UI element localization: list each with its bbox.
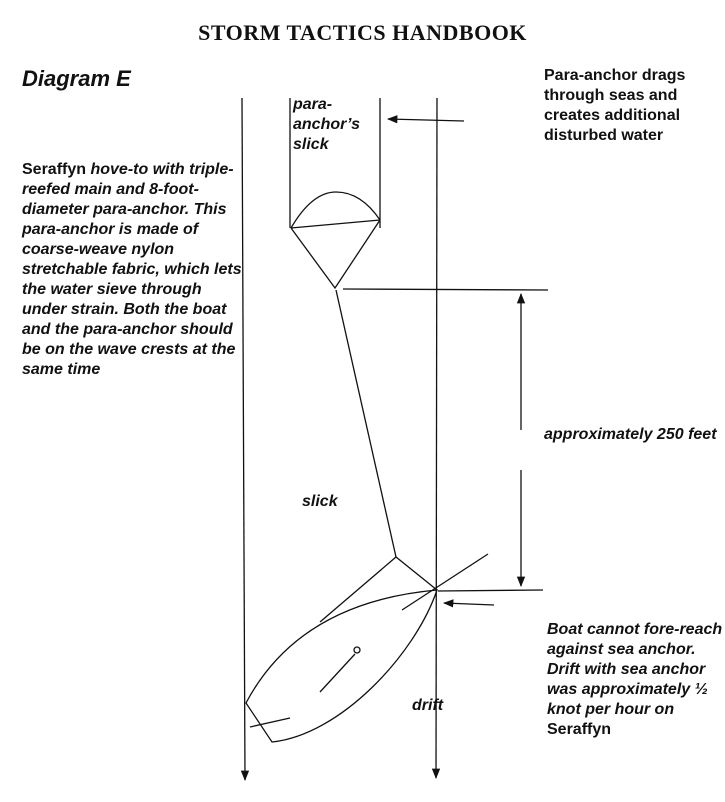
dimension-bottom-line [437, 589, 544, 592]
mast [353, 646, 361, 654]
boat-note-line2: knot per hour on [547, 701, 675, 718]
para-anchor-shrouds [290, 219, 381, 290]
description-text: hove-to with triple-reefed main and 8-fo… [22, 161, 242, 378]
distance-label: approximately 250 feet [544, 426, 717, 443]
para-anchor-canopy [290, 191, 381, 229]
boat-note-line1: Boat cannot fore-reach against sea ancho… [547, 621, 723, 698]
bow-arrow [442, 599, 495, 608]
boat-hull [245, 589, 438, 743]
page-title: STORM TACTICS HANDBOOK [198, 20, 527, 45]
boom [319, 653, 356, 693]
boat-name: Seraffyn [22, 161, 87, 178]
para-anchor-note: Para-anchor drags through seas and creat… [544, 67, 686, 144]
para-slick-arrow [386, 115, 465, 124]
bridle [319, 556, 438, 623]
para-anchor-mouth [290, 219, 381, 229]
anchor-rode [335, 289, 397, 558]
slick-boundary-right [431, 97, 441, 780]
boat-note-fraction: ½ [694, 681, 708, 698]
slick-boundary-left [240, 97, 250, 782]
boat-transom [249, 717, 291, 728]
diagram-description: Seraffyn hove-to with triple-reefed main… [22, 160, 242, 380]
wave-line [401, 553, 489, 611]
para-anchor-slick-label: para-anchor’s slick [293, 96, 360, 153]
drift-label: drift [412, 697, 444, 714]
diagram-title: Diagram E [22, 66, 131, 91]
dimension-top-line [342, 288, 549, 291]
boat-note: Boat cannot fore-reach against sea ancho… [547, 620, 725, 740]
boat-note-boat-name: Seraffyn [547, 721, 612, 738]
slick-label: slick [302, 493, 338, 510]
